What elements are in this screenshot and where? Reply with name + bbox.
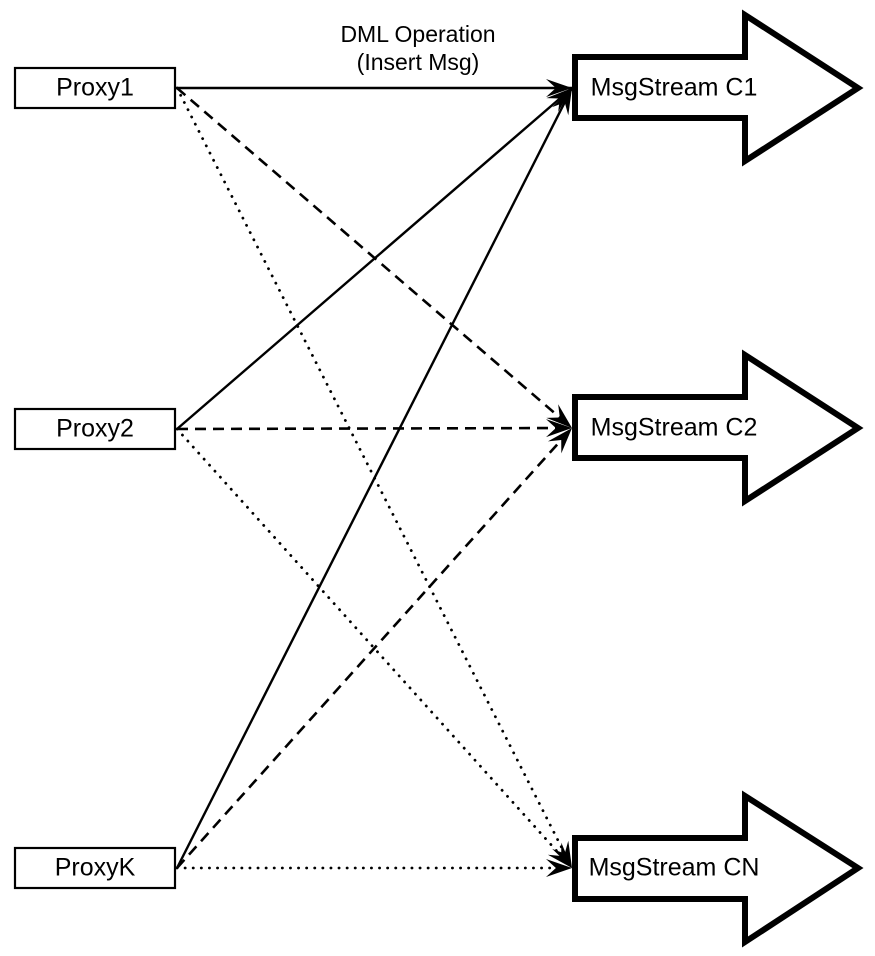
proxy-label-proxy2: Proxy2 — [56, 415, 134, 443]
arrowhead-p2-cn — [547, 842, 572, 868]
connection-p2-c2 — [176, 426, 573, 431]
proxy-node-proxy2[interactable]: Proxy2 — [13, 407, 177, 451]
connection-p2-c1 — [176, 87, 573, 430]
msgstream-arrow-shape-cn — [572, 790, 864, 948]
arrowhead-p1-c1 — [546, 79, 572, 97]
proxy-box-proxyK — [13, 846, 177, 890]
msgstream-cn[interactable]: MsgStream CN — [572, 790, 864, 948]
arrowhead-pk-c2 — [547, 428, 572, 454]
arrowhead-pk-cn — [546, 859, 572, 877]
connection-line-dotted — [175, 427, 574, 870]
edge-label-dml-operation: DML Operation (Insert Msg) — [340, 21, 495, 75]
proxy-label-proxyK: ProxyK — [55, 854, 136, 882]
connections-layer — [175, 86, 574, 870]
connection-p2-cn — [175, 427, 574, 870]
msgstream-arrow-shape-c2 — [572, 349, 864, 507]
proxy-box-proxy2 — [13, 407, 177, 451]
arrowhead-p2-c1 — [546, 88, 572, 112]
proxy-node-proxyK[interactable]: ProxyK — [13, 846, 177, 890]
connection-pk-c2 — [176, 427, 573, 869]
connection-line-dashed — [176, 426, 573, 431]
proxy-box-proxy1 — [13, 66, 177, 110]
edge-label-line-1: DML Operation — [340, 21, 495, 47]
edge-label-line-2: (Insert Msg) — [357, 49, 480, 75]
arrowhead-pk-c1 — [552, 88, 572, 116]
msgstream-label-c1: MsgStream C1 — [591, 74, 758, 102]
arrowhead-p2-c2 — [545, 419, 572, 438]
arrowheads-layer — [545, 79, 572, 877]
msgstream-c2[interactable]: MsgStream C2 — [572, 349, 864, 507]
msgstream-label-c2: MsgStream C2 — [591, 414, 758, 442]
msgstream-c1[interactable]: MsgStream C1 — [572, 9, 864, 167]
connection-line-solid — [175, 87, 574, 869]
arrowhead-p1-c2 — [546, 404, 572, 428]
connection-line-dashed — [176, 427, 573, 869]
proxy-node-proxy1[interactable]: Proxy1 — [13, 66, 177, 110]
connection-line-solid — [176, 87, 573, 430]
msgstream-arrow-shape-c1 — [572, 9, 864, 167]
proxy-label-proxy1: Proxy1 — [56, 74, 134, 102]
msgstream-label-cn: MsgStream CN — [589, 854, 760, 882]
msgstream-layer: MsgStream C1 MsgStream C2 MsgStream CN — [572, 9, 864, 948]
connection-pk-c1 — [175, 87, 574, 869]
